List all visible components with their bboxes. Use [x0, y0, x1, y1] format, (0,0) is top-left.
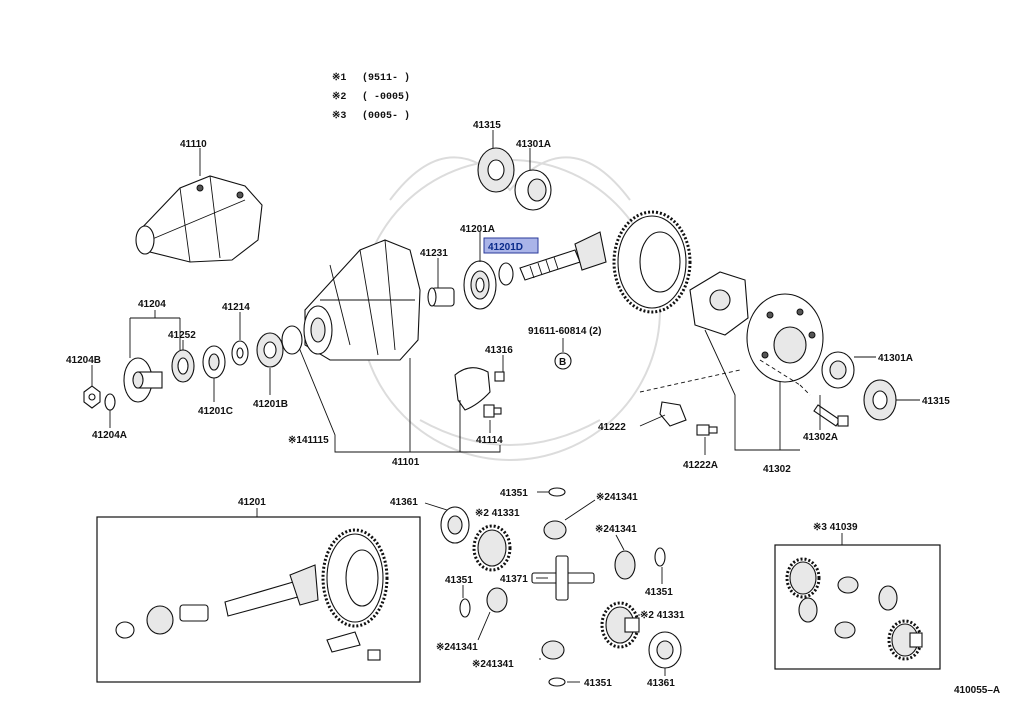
- label-41351-right[interactable]: 41351: [645, 587, 673, 598]
- seal-41214[interactable]: [231, 340, 249, 366]
- pinion-41341-mid[interactable]: [614, 550, 636, 580]
- label-141115[interactable]: ※141115: [288, 435, 329, 446]
- label-41301A-right[interactable]: 41301A: [878, 353, 913, 364]
- box-41201-parts: [115, 528, 389, 661]
- legend-text-1: (9511- ): [362, 72, 410, 84]
- label-41201B[interactable]: 41201B: [253, 399, 288, 410]
- bearing-41201A[interactable]: [463, 260, 497, 310]
- bolt-41222A[interactable]: [696, 424, 718, 436]
- housing-41101[interactable]: [303, 239, 421, 361]
- side-gear-41331-left[interactable]: [472, 524, 512, 572]
- label-41351-left[interactable]: 41351: [445, 575, 473, 586]
- label-241331-right[interactable]: ※2 41331: [640, 610, 685, 621]
- side-gear-41361-left[interactable]: [440, 506, 470, 544]
- mark-b-circle: [554, 352, 572, 370]
- pinion-41341-bot[interactable]: [541, 640, 565, 660]
- bearing-41201B[interactable]: [256, 332, 284, 368]
- legend: ※1 (9511- ) ※2 ( -0005) ※3 (0005- ): [332, 72, 410, 122]
- label-41231[interactable]: 41231: [420, 248, 448, 259]
- label-41302[interactable]: 41302: [763, 464, 791, 475]
- label-241341-bot[interactable]: ※241341: [472, 659, 514, 670]
- pinion-41341-top[interactable]: [543, 520, 567, 540]
- case-41302[interactable]: [746, 293, 824, 383]
- spacer-41201D[interactable]: [498, 262, 514, 286]
- side-gear-41331-right[interactable]: [600, 601, 640, 649]
- pinion-41341-bl[interactable]: [486, 587, 508, 613]
- label-41315-right[interactable]: 41315: [922, 396, 950, 407]
- washer-41351-right[interactable]: [654, 547, 666, 567]
- carrier-assembly-41110[interactable]: [135, 175, 263, 263]
- oil-seal-41252[interactable]: [171, 349, 195, 383]
- legend-mark-2: ※2: [332, 91, 346, 103]
- label-41114[interactable]: 41114: [476, 435, 503, 446]
- label-341039[interactable]: ※3 41039: [813, 522, 858, 533]
- race-41201C[interactable]: [202, 345, 226, 379]
- label-41316[interactable]: 41316: [485, 345, 513, 356]
- label-91611-60814[interactable]: 91611-60814 (2): [528, 326, 601, 337]
- bearing-41315-right[interactable]: [863, 379, 897, 421]
- drive-pinion[interactable]: [519, 231, 607, 281]
- mark-b: B: [559, 357, 566, 368]
- bolt-41114[interactable]: [483, 404, 502, 418]
- label-41351-bot[interactable]: 41351: [584, 678, 612, 689]
- label-41201D[interactable]: 41201D: [488, 242, 523, 253]
- legend-mark-3: ※3: [332, 110, 346, 122]
- bearing-41315-top[interactable]: [477, 147, 515, 193]
- label-41302A[interactable]: 41302A: [803, 432, 838, 443]
- label-241341-mid[interactable]: ※241341: [595, 524, 637, 535]
- race-front[interactable]: [281, 325, 303, 355]
- box-41039-parts: [785, 557, 923, 661]
- label-41201A[interactable]: 41201A: [460, 224, 495, 235]
- highlight-41201D[interactable]: [483, 237, 539, 254]
- legend-text-3: (0005- ): [362, 110, 410, 122]
- differential-case[interactable]: [689, 271, 749, 336]
- washer-41351-left[interactable]: [459, 598, 471, 618]
- race-41301A-top[interactable]: [514, 169, 552, 211]
- label-41110[interactable]: 41110: [180, 139, 207, 150]
- label-41204A[interactable]: 41204A: [92, 430, 127, 441]
- label-41201C[interactable]: 41201C: [198, 406, 233, 417]
- washer-41351-bot[interactable]: [548, 677, 566, 687]
- label-41371[interactable]: 41371: [500, 574, 528, 585]
- bolt-41302A[interactable]: [813, 404, 849, 427]
- label-41101[interactable]: 41101: [392, 457, 420, 468]
- box-41039: [774, 544, 941, 670]
- box-41201: [96, 516, 421, 683]
- nut-41204B[interactable]: [83, 385, 101, 409]
- label-41361-bot[interactable]: 41361: [647, 678, 675, 689]
- label-241341-top[interactable]: ※241341: [596, 492, 638, 503]
- spacer-41231[interactable]: [427, 287, 455, 307]
- label-41204[interactable]: 41204: [138, 299, 166, 310]
- label-41315-top[interactable]: 41315: [473, 120, 501, 131]
- label-41222A[interactable]: 41222A: [683, 460, 718, 471]
- legend-mark-1: ※1: [332, 72, 346, 84]
- label-41361-left[interactable]: 41361: [390, 497, 418, 508]
- label-41252[interactable]: 41252: [168, 330, 196, 341]
- label-41222[interactable]: 41222: [598, 422, 626, 433]
- ring-gear[interactable]: [612, 210, 692, 314]
- label-41301A-top[interactable]: 41301A: [516, 139, 551, 150]
- label-41214[interactable]: 41214: [222, 302, 250, 313]
- washer-41351-top[interactable]: [548, 487, 566, 497]
- legend-text-2: ( -0005): [362, 91, 410, 103]
- lock-plate-41222[interactable]: [659, 401, 687, 427]
- label-241341-bl[interactable]: ※241341: [436, 642, 478, 653]
- diagram-code: 410055–A: [954, 685, 1000, 696]
- companion-flange-41204[interactable]: [123, 357, 163, 403]
- washer-41204A[interactable]: [104, 393, 116, 411]
- side-gear-41361-bot[interactable]: [648, 631, 682, 669]
- label-241331-left[interactable]: ※2 41331: [475, 508, 520, 519]
- pinion-shaft-41371[interactable]: [531, 555, 595, 601]
- race-41301A-right[interactable]: [821, 351, 855, 389]
- label-41351-top[interactable]: 41351: [500, 488, 528, 499]
- label-41204B[interactable]: 41204B: [66, 355, 101, 366]
- label-41201-box[interactable]: 41201: [238, 497, 266, 508]
- cover-41316[interactable]: [454, 367, 505, 411]
